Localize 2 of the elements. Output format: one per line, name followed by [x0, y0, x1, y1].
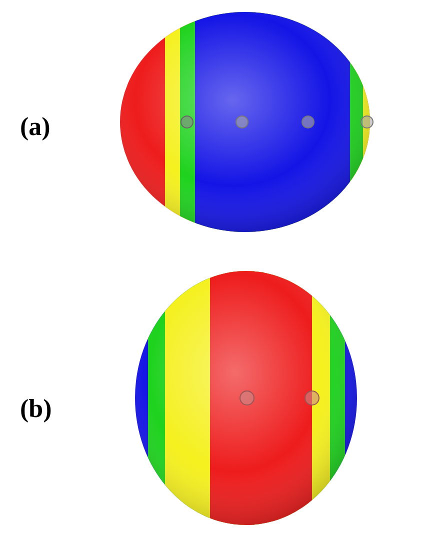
panel-label: (a): [20, 114, 50, 140]
panel-label: (b): [20, 396, 52, 422]
